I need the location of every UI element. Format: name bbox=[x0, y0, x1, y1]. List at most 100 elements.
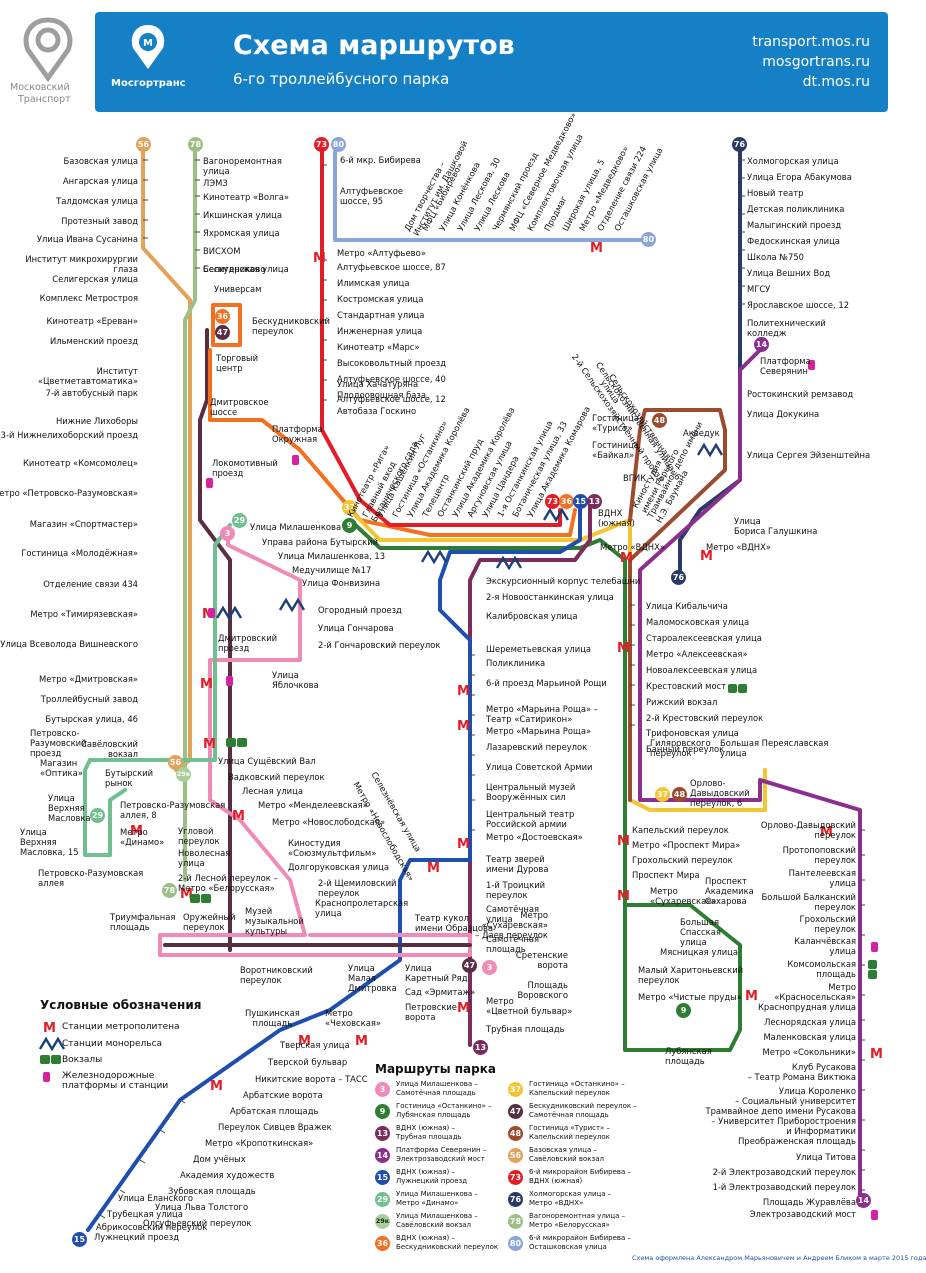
rail-icon bbox=[190, 894, 200, 903]
route-badge-29к: 29к bbox=[176, 767, 191, 782]
stop-label-r76: Платформа Северянин bbox=[760, 356, 811, 376]
route-list-badge-47: 47 bbox=[508, 1104, 523, 1119]
stop-label-r48: Гостиница «Байкал» bbox=[592, 440, 639, 460]
route-list-badge-56: 56 bbox=[508, 1148, 523, 1163]
metro-icon: М bbox=[313, 251, 326, 266]
stop-label-r15: Центральный музей Вооружённых сил bbox=[486, 782, 576, 802]
stop-label-r73: Улица Хачатуряна bbox=[337, 379, 419, 389]
stop-label-r14: Рижский вокзал bbox=[646, 697, 718, 707]
route-badge-9: 9 bbox=[676, 1003, 691, 1018]
stop-label-r14: Гиляровского переулок bbox=[650, 738, 711, 758]
route-list-badge-29: 29 bbox=[375, 1192, 390, 1207]
stop-label-r14right: Метро «Красносельская» bbox=[774, 982, 856, 1002]
mono-icon bbox=[542, 507, 570, 523]
stop-label-left56: Бутырская улица, 46 bbox=[45, 714, 138, 724]
rail-icon bbox=[40, 1055, 50, 1064]
left-logo: Московский Транспорт bbox=[8, 14, 88, 110]
stop-label-r15b: Зубовская площадь bbox=[168, 1186, 256, 1196]
stop-label-r9: Проспект Академика Сахарова bbox=[705, 876, 754, 906]
stop-label-r76: Федоскинская улица bbox=[747, 236, 840, 246]
stop-label-r15b: Метро «Чеховская» bbox=[325, 1008, 381, 1028]
stop-label-left56: Институт «Цветметавтоматика» bbox=[37, 366, 138, 386]
page-subtitle: 6-го троллейбусного парка bbox=[233, 70, 450, 88]
stop-label-r3: Триумфальная площадь bbox=[110, 912, 176, 932]
metro-icon: М bbox=[457, 719, 470, 734]
link-transport[interactable]: transport.mos.ru bbox=[752, 34, 870, 50]
stop-label-r36: Платформа Окружная bbox=[272, 424, 323, 444]
stop-label-r29: Улица Верхняя Масловка bbox=[48, 793, 91, 823]
stop-label-r3: 2-й Щемиловский переулок bbox=[318, 878, 397, 898]
metro-icon: М bbox=[298, 1034, 311, 1049]
stop-label-r29: Петровско-Разумовская аллея bbox=[38, 868, 144, 888]
train-icon bbox=[292, 455, 299, 465]
rail-icon bbox=[728, 684, 737, 693]
stop-label-r15b: Тверской бульвар bbox=[268, 1057, 348, 1067]
stop-label-right78: Икшинская улица bbox=[203, 210, 282, 220]
route-badge-78: 78 bbox=[162, 883, 177, 898]
metro-icon: М bbox=[620, 551, 633, 566]
legend-item-metro: Станции метрополитена bbox=[62, 1022, 180, 1032]
train-icon bbox=[208, 608, 215, 618]
page-title: Схема маршрутов bbox=[233, 30, 515, 61]
rail-icon bbox=[226, 738, 236, 747]
route-badge-48: 48 bbox=[652, 413, 667, 428]
stop-label-r3: Петровские ворота bbox=[405, 1002, 457, 1022]
route-list-badge-13: 13 bbox=[375, 1126, 390, 1141]
metro-icon: М bbox=[590, 241, 603, 256]
stop-label-left56: Талдомская улица bbox=[56, 196, 138, 206]
route-list-text-3: Улица Милашенкова – Самотёчная площадь bbox=[396, 1080, 478, 1097]
metro-icon: М bbox=[820, 825, 833, 840]
route-56-line bbox=[141, 150, 192, 772]
stop-label-r76: Улица Егора Абакумова bbox=[747, 172, 852, 182]
stop-label-center: ВДНХ (южная) bbox=[598, 508, 635, 528]
stop-label-r3: Улица Гончарова bbox=[318, 623, 394, 633]
left-logo-line2: Транспорт bbox=[18, 94, 71, 105]
link-dt[interactable]: dt.mos.ru bbox=[802, 74, 870, 90]
stop-label-r73: Костромская улица bbox=[337, 294, 424, 304]
route-list-text-36: ВДНХ (южная) – Бескудниковский переулок bbox=[396, 1234, 499, 1251]
stop-label-r73: Плодоовощная база bbox=[337, 390, 426, 400]
stop-label-r14: Новоалексеевская улица bbox=[646, 665, 758, 675]
stop-label-r76: Детская поликлиника bbox=[747, 204, 845, 214]
stop-label-r73: Стандартная улица bbox=[337, 310, 425, 320]
legend-item-mono: Станции монорельса bbox=[62, 1039, 163, 1049]
credit: Схема оформлена Александром Марьяновичем… bbox=[632, 1254, 926, 1262]
stop-label-r15: Поликлиника bbox=[486, 658, 546, 668]
stop-label-r15b: Тверская улица bbox=[280, 1040, 350, 1050]
stop-label-r15: Лазаревский переулок bbox=[486, 742, 588, 752]
train-icon bbox=[206, 478, 213, 488]
stop-label-left56: Кинотеатр «Комсомолец» bbox=[22, 458, 138, 468]
stop-label-left56: Базовская улица bbox=[63, 156, 138, 166]
train-icon bbox=[226, 676, 233, 686]
stop-label-r36: Универсам bbox=[214, 284, 262, 294]
rail-icon bbox=[237, 738, 247, 747]
stop-label-r15b: Абрикосовский переулок bbox=[96, 1222, 208, 1232]
stop-label-r9: Проспект Мира bbox=[632, 870, 700, 880]
stop-label-r48: Акведук bbox=[683, 428, 720, 438]
stop-label-r76: Улица Сергея Эйзенштейна bbox=[747, 450, 871, 460]
stop-label-left56: Протезный завод bbox=[61, 216, 138, 226]
route-badge-56: 56 bbox=[136, 137, 151, 152]
stop-label-r36: Локомотивный проезд bbox=[212, 458, 278, 478]
route-list-text-47: Бескудниковский переулок – Самотёчная пл… bbox=[529, 1102, 637, 1119]
route-list-text-29к: Улица Милашенкова – Савёловский вокзал bbox=[396, 1212, 478, 1229]
route-list-badge-78: 78 bbox=[508, 1214, 523, 1229]
stop-label-r14: Метро «Алексеевская» bbox=[646, 649, 748, 659]
link-mosgortrans[interactable]: mosgortrans.ru bbox=[762, 54, 870, 70]
stop-label-r36: Дмитровское шоссе bbox=[210, 397, 269, 417]
stop-label-r3: Улица Яблочкова bbox=[272, 670, 319, 690]
route-73-line bbox=[320, 150, 562, 527]
rail-icon bbox=[51, 1055, 61, 1064]
metro-icon: М bbox=[745, 989, 758, 1004]
stop-label-r76: Малыгинский проезд bbox=[747, 220, 842, 230]
route-29-line bbox=[83, 523, 232, 857]
stop-label-r3: Театр кукол имени Образцова bbox=[415, 913, 494, 933]
stop-label-r15b: Лужнецкий проезд bbox=[94, 1232, 180, 1242]
route-list-text-13: ВДНХ (южная) – Трубная площадь bbox=[396, 1124, 462, 1141]
stop-label-r15: Метро «Цветной бульвар» bbox=[486, 996, 573, 1016]
train-icon bbox=[871, 942, 878, 952]
stop-label-r14right: Клуб Русакова – Театр Романа Виктюка bbox=[747, 1062, 856, 1082]
stop-label-r15b: Дом учёных bbox=[193, 1154, 246, 1164]
route-47-line bbox=[198, 328, 232, 952]
stop-label-r14right: Орлово-Давыдовский переулок bbox=[760, 820, 856, 840]
